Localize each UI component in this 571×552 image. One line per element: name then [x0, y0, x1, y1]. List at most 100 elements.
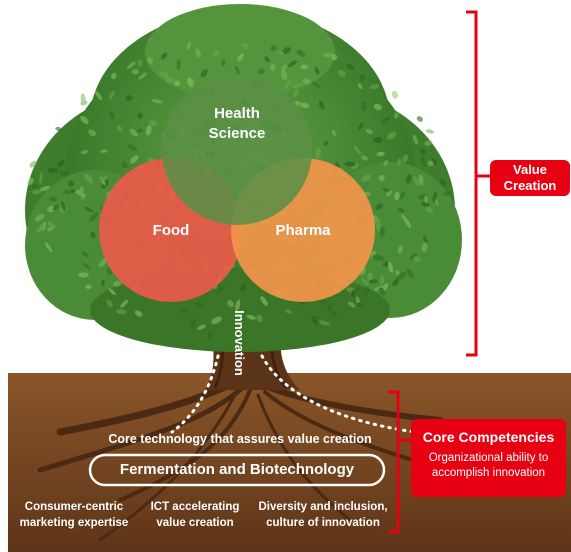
core-competencies-line1: Organizational ability to	[428, 452, 549, 464]
leaf	[136, 128, 144, 133]
leaf	[282, 47, 291, 54]
leaf	[212, 50, 220, 57]
leaf	[125, 95, 133, 101]
leaf	[90, 231, 96, 239]
leaf	[373, 137, 383, 144]
leaf	[149, 120, 157, 127]
core-competencies-title: Core Competencies	[422, 429, 555, 445]
leaf	[180, 308, 188, 314]
leaf	[227, 300, 234, 308]
leaf	[61, 200, 66, 212]
leaf	[134, 310, 143, 317]
leaf	[117, 125, 123, 132]
leaf	[101, 279, 106, 287]
leaf	[45, 242, 53, 253]
leaf	[190, 319, 197, 331]
leaf	[84, 206, 94, 213]
leaf	[299, 102, 310, 108]
leaf	[315, 147, 321, 160]
leaf	[55, 126, 62, 131]
leaf	[420, 156, 427, 168]
leaf	[67, 180, 75, 187]
leaf	[361, 277, 369, 287]
leaf	[344, 161, 356, 167]
core-competencies-bracket	[388, 390, 412, 534]
leaf	[281, 64, 288, 72]
leaf	[101, 175, 108, 182]
diversity-text: Diversity and inclusion, culture of inno…	[248, 499, 398, 531]
leaf	[200, 69, 208, 78]
marketing-expertise-text: Consumer-centric marketing expertise	[10, 499, 138, 531]
leaf	[357, 83, 363, 90]
leaf	[131, 68, 140, 75]
leaf	[385, 190, 393, 197]
leaf	[151, 98, 163, 104]
leaf	[234, 65, 240, 75]
leaf	[396, 272, 406, 281]
leaf	[442, 191, 453, 196]
leaf	[216, 285, 226, 294]
leaf	[351, 290, 356, 298]
leaf	[292, 89, 299, 98]
leaf	[246, 314, 256, 320]
leaf	[197, 324, 206, 330]
leaf	[387, 131, 397, 140]
leaf	[409, 253, 418, 261]
leaf	[166, 77, 175, 83]
leaf	[420, 201, 430, 207]
leaf	[351, 163, 359, 170]
leaf	[378, 174, 385, 181]
leaf	[372, 254, 384, 261]
health-label-line2: Science	[208, 125, 266, 142]
leaf	[237, 53, 245, 62]
leaf	[427, 160, 434, 167]
leaf	[84, 173, 94, 184]
leaf	[318, 100, 325, 110]
innovation-dotted-paths	[170, 354, 417, 434]
fermentation-text: Fermentation and Biotechnology	[119, 461, 355, 478]
leaf	[59, 170, 69, 177]
leaf	[111, 72, 117, 80]
leaf	[240, 42, 250, 49]
leaf	[387, 261, 394, 273]
leaf	[375, 220, 382, 232]
leaf	[235, 299, 241, 312]
leaf	[194, 302, 204, 307]
health-science-circle	[162, 75, 312, 225]
leaf	[337, 70, 347, 77]
leaf	[331, 129, 337, 137]
leaf	[331, 54, 338, 61]
leaf	[256, 314, 263, 323]
leaf	[240, 283, 247, 291]
leaf	[383, 159, 389, 166]
leaf	[356, 301, 364, 308]
leaf	[57, 159, 65, 168]
leaf	[82, 262, 92, 270]
leaf	[318, 320, 331, 326]
pharma-label: Pharma	[275, 222, 331, 239]
value-creation-line1: Value	[513, 162, 547, 177]
leaf	[137, 59, 143, 67]
leaf	[431, 158, 438, 165]
leaf	[424, 140, 433, 146]
leaf	[85, 284, 92, 290]
leaf	[346, 63, 355, 70]
leaf	[425, 206, 434, 213]
leaf	[161, 52, 168, 60]
leaf	[100, 149, 108, 153]
leaf	[424, 195, 428, 204]
leaf	[378, 287, 386, 296]
value-creation-bracket	[466, 10, 490, 357]
leaf	[88, 129, 97, 137]
leaf	[106, 268, 112, 276]
leaf	[392, 278, 400, 287]
health-science-label: Health Science	[182, 104, 292, 144]
leaf	[270, 44, 277, 52]
leaf	[34, 213, 45, 222]
fermentation-pill	[88, 453, 386, 487]
leaf	[320, 299, 327, 306]
leaf	[380, 116, 390, 125]
leaf	[174, 80, 181, 87]
leaf	[368, 279, 378, 284]
